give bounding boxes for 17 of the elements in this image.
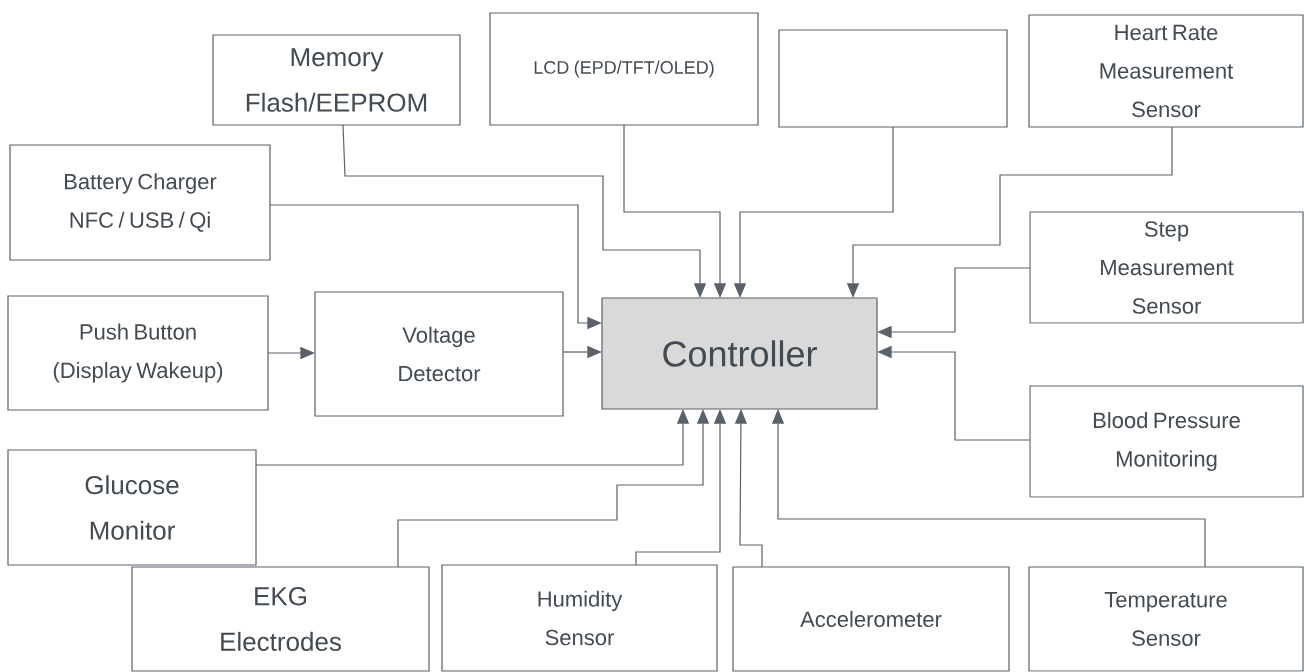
component-box: LCD (EPD/TFT/OLED)	[489, 12, 759, 126]
component-box: Voltage Detector	[314, 291, 564, 417]
component-box: Step Measurement Sensor	[1029, 211, 1304, 324]
component-box: Memory Flash/EEPROM	[212, 34, 461, 126]
component-box: Temperature Sensor	[1028, 566, 1304, 672]
component-box: Push Button (Display Wakeup)	[7, 295, 269, 411]
component-box: Heart Rate Measurement Sensor	[1028, 14, 1304, 128]
component-box: EKG Electrodes	[131, 566, 430, 672]
component-box: Glucose Monitor	[7, 449, 257, 566]
arrow	[342, 124, 707, 298]
arrow	[623, 124, 727, 298]
empty-box	[778, 29, 1008, 128]
component-box: Blood Pressure Monitoring	[1029, 385, 1304, 498]
controller-box: Controller	[601, 297, 878, 410]
component-box: Battery Charger NFC / USB / Qi	[9, 144, 271, 261]
component-box: Accelerometer	[732, 566, 1010, 672]
component-box: Humidity Sensor	[441, 564, 718, 672]
